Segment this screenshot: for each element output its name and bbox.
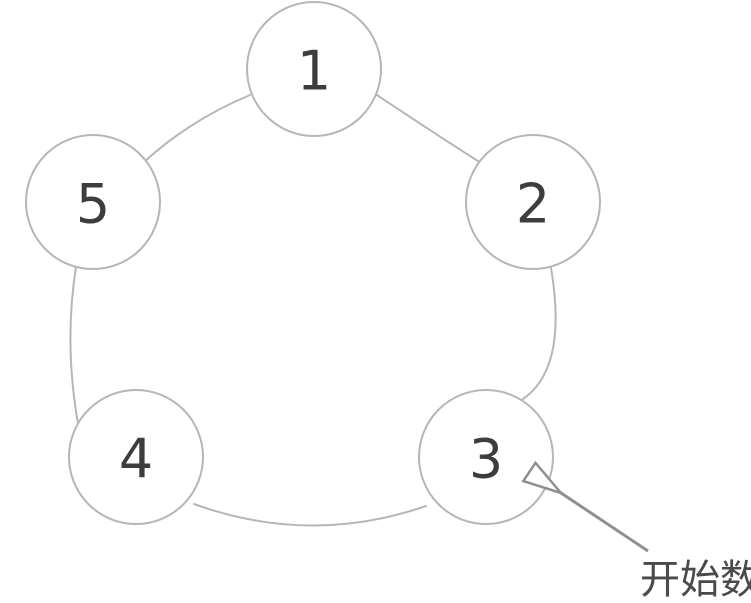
node-1[interactable]: 1 bbox=[246, 1, 382, 137]
node-5[interactable]: 5 bbox=[25, 134, 161, 270]
node-3-circle[interactable] bbox=[418, 389, 554, 525]
arrowhead-icon bbox=[521, 460, 565, 496]
edge-node5-node1 bbox=[143, 94, 251, 163]
node-2[interactable]: 2 bbox=[465, 134, 601, 270]
node-2-label: 2 bbox=[516, 173, 550, 236]
start-annotation-label: 开始数 bbox=[640, 557, 751, 603]
node-group: 1 2 3 4 5 bbox=[25, 1, 601, 525]
node-3-label: 3 bbox=[469, 428, 503, 491]
edge-node3-node4 bbox=[193, 503, 427, 527]
node-5-label: 5 bbox=[76, 173, 110, 236]
node-4[interactable]: 4 bbox=[68, 389, 204, 525]
start-pointer bbox=[521, 460, 649, 553]
node-5-circle[interactable] bbox=[25, 134, 161, 270]
node-1-circle[interactable] bbox=[246, 1, 382, 137]
node-3[interactable]: 3 bbox=[418, 389, 554, 525]
edge-node2-node3 bbox=[522, 267, 557, 400]
node-4-circle[interactable] bbox=[68, 389, 204, 525]
node-4-label: 4 bbox=[119, 428, 153, 491]
node-2-circle[interactable] bbox=[465, 134, 601, 270]
node-1-label: 1 bbox=[297, 40, 331, 103]
edge-node1-node2 bbox=[376, 94, 482, 164]
